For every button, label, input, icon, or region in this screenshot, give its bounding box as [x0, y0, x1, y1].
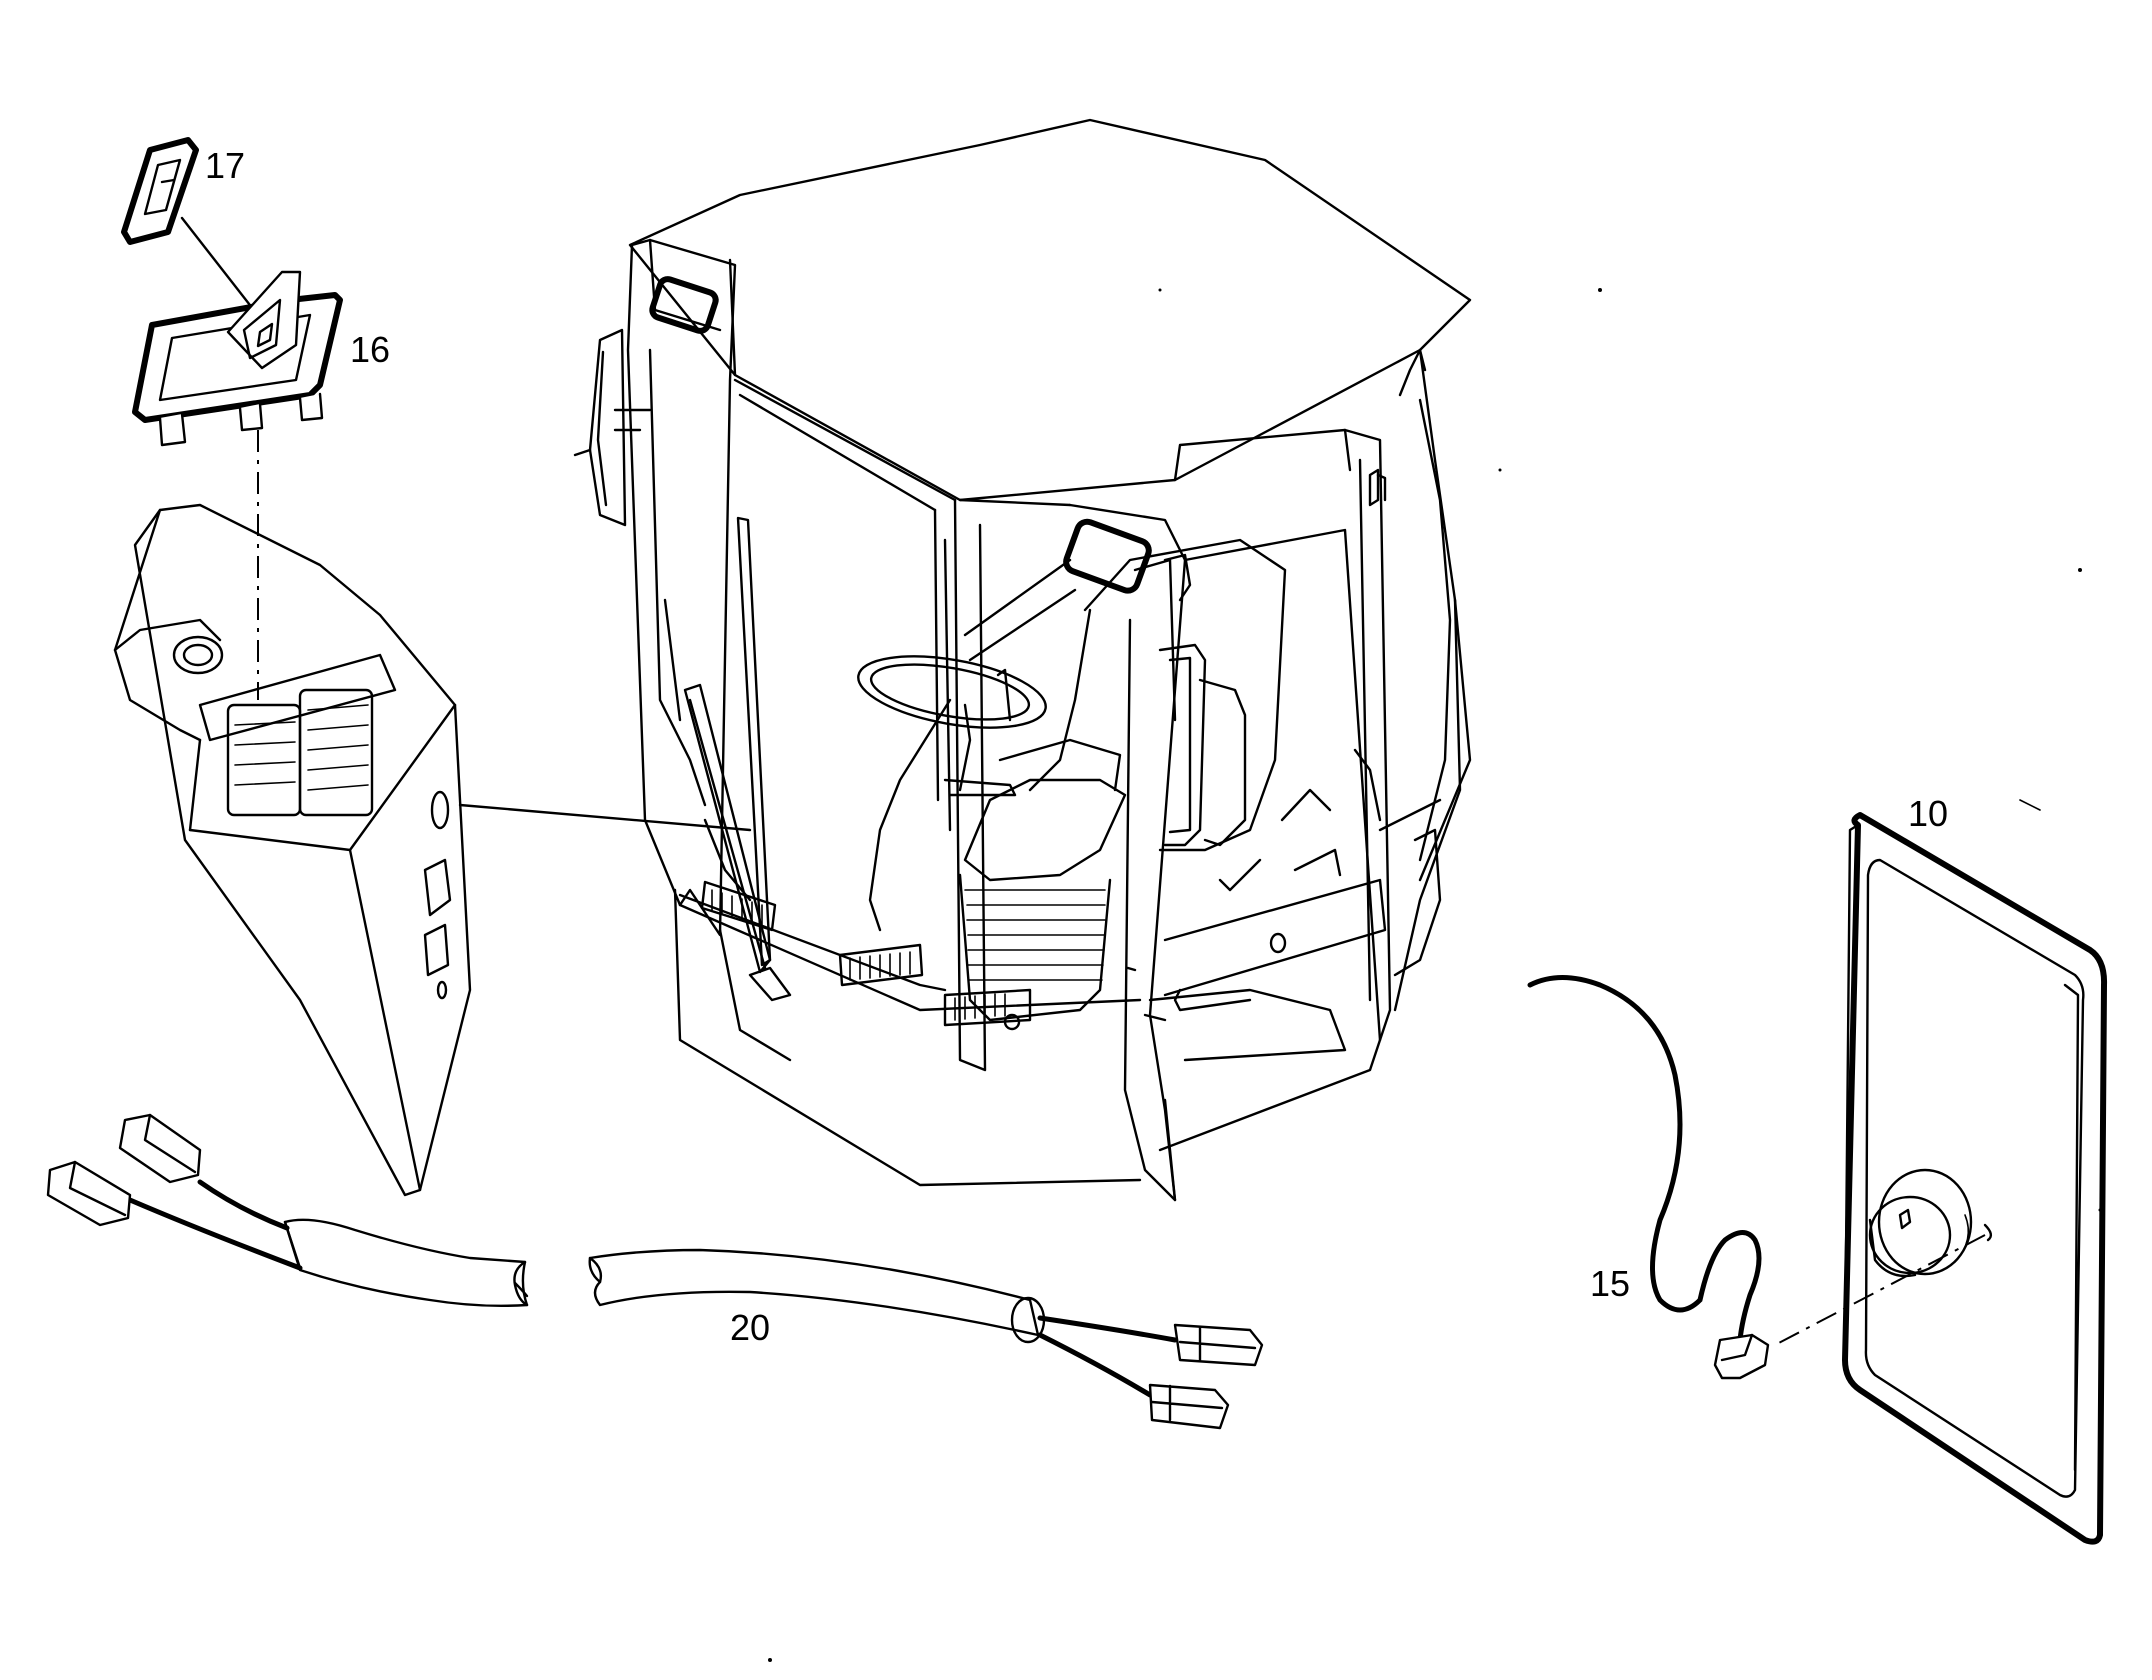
callout-15: 15	[1590, 1263, 1631, 1304]
switch-cover-part-17	[121, 137, 262, 320]
cable-part-15	[1527, 975, 1770, 1380]
callout-17: 17	[205, 145, 246, 186]
paper-specks	[768, 288, 2102, 1662]
callout-16: 16	[350, 329, 391, 370]
callout-20: 20	[730, 1307, 771, 1348]
side-console	[113, 503, 752, 1197]
mirror-part-10	[1774, 812, 2108, 1545]
cable-harness-part-20	[46, 1113, 1264, 1430]
operator-cab	[573, 118, 1472, 1202]
rocker-switch-part-16	[132, 270, 343, 700]
callout-10: 10	[1908, 793, 1949, 834]
